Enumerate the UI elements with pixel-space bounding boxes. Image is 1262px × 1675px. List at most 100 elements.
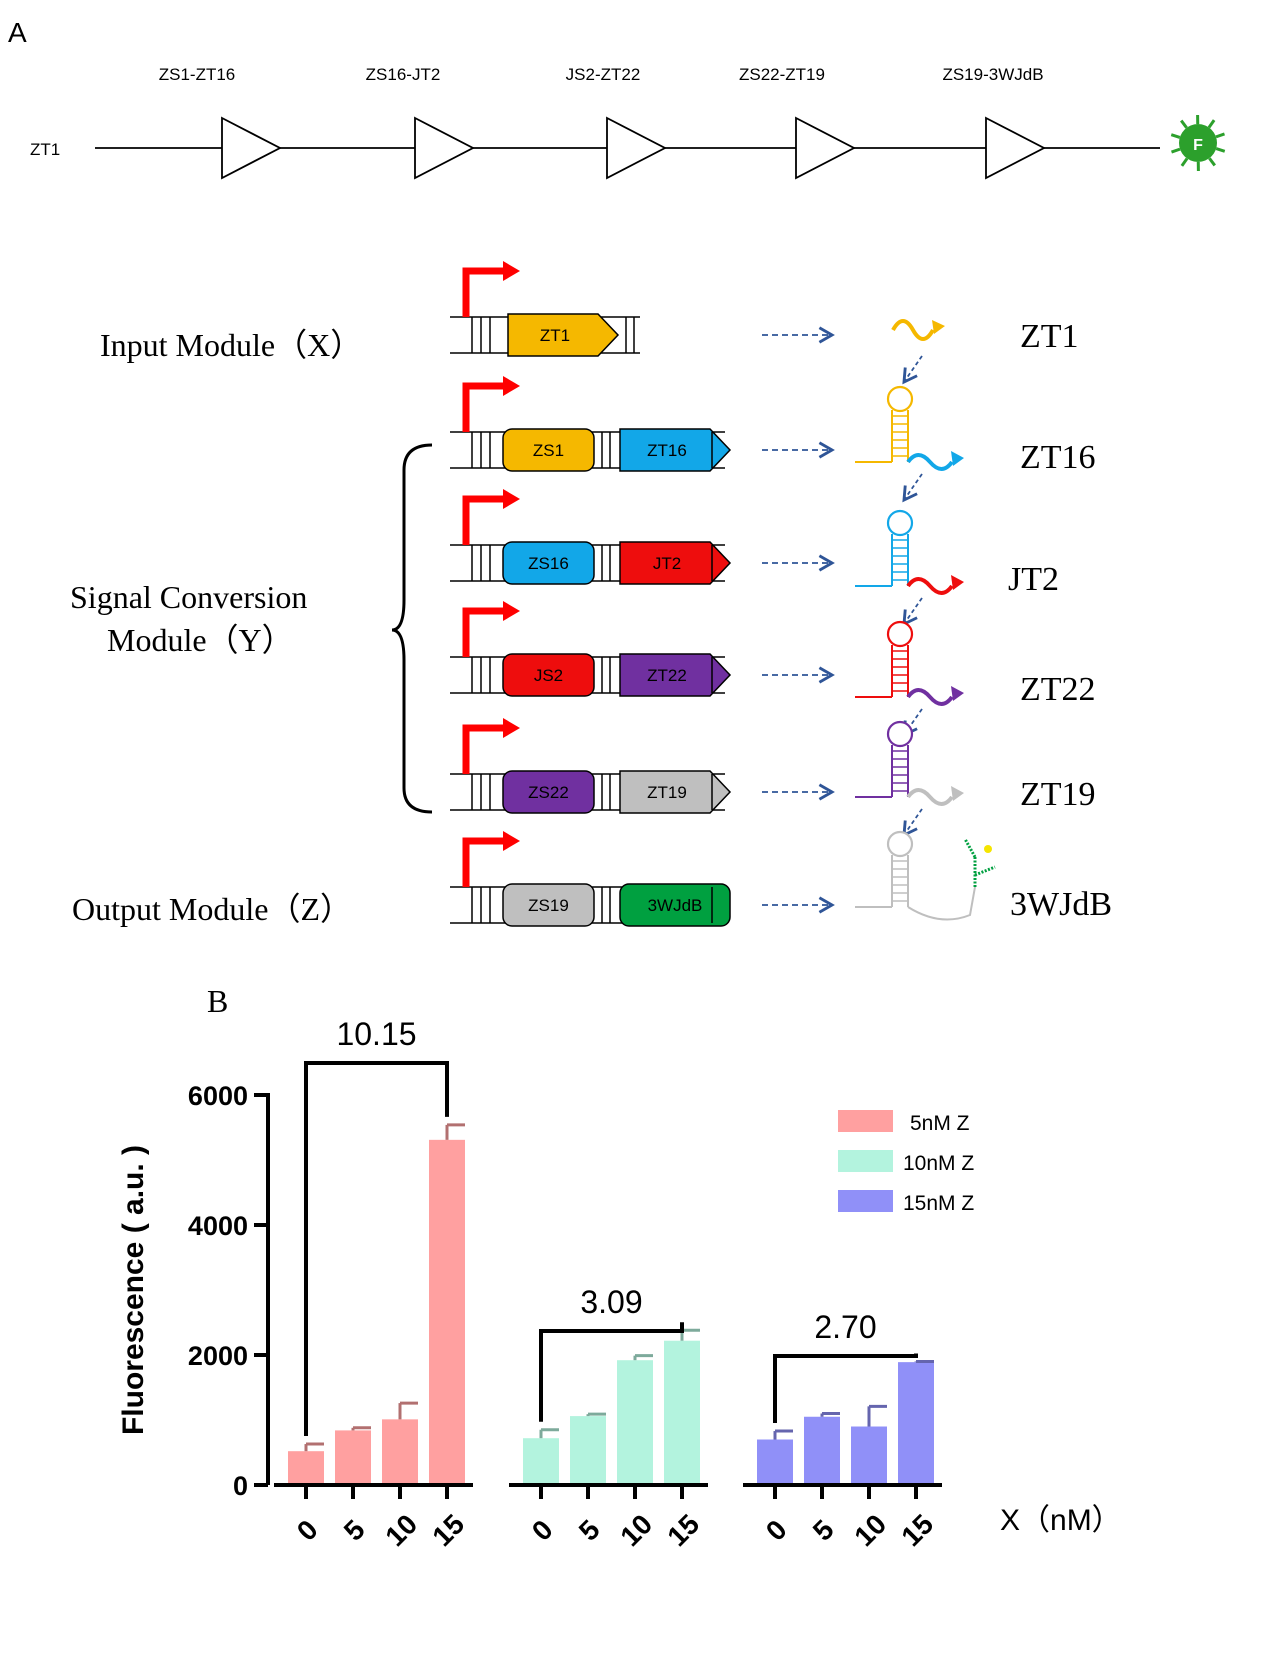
y-axis-title: Fluorescence ( a.u. )	[117, 1145, 150, 1435]
signal-module-label-line1: Signal Conversion	[70, 579, 307, 615]
gene-part-arrow	[619, 653, 732, 697]
pathway-step-label: JS2-ZT22	[566, 65, 641, 84]
x-tick-label: 15	[661, 1508, 705, 1552]
cascade-arrow	[902, 597, 923, 627]
module-labels: Input Module（X） Signal Conversion Module…	[70, 327, 433, 927]
gene-part-label: 3WJdB	[648, 896, 703, 915]
reporter-spike	[1180, 119, 1188, 129]
rna-product	[891, 319, 945, 341]
cascade-arrow	[902, 808, 923, 838]
fluorophore-dot	[984, 845, 992, 853]
y-tick-label: 2000	[188, 1341, 248, 1371]
x-tick-label: 10	[614, 1508, 658, 1552]
output-module-label: Output Module（Z）	[72, 891, 352, 927]
bar	[851, 1426, 887, 1485]
bar	[570, 1416, 606, 1485]
gene-part-label: JT2	[653, 554, 681, 573]
reporter-spike	[1215, 132, 1225, 139]
fold-change-bracket	[773, 1353, 918, 1424]
gene-part-box	[502, 541, 595, 585]
gene-part-label: ZS19	[528, 896, 569, 915]
fold-change-bracket	[539, 1322, 684, 1422]
gene-part-arrow	[619, 541, 732, 585]
x-tick-label: 10	[379, 1508, 423, 1552]
gene-part-label: ZT16	[647, 441, 687, 460]
rna-product	[855, 720, 964, 806]
construct-row: ZS1 ZT16	[450, 376, 835, 472]
bar	[523, 1438, 559, 1485]
promoter-icon	[462, 837, 505, 887]
trigger-arrowhead	[951, 686, 964, 701]
promoter-arrowhead	[503, 831, 520, 851]
x-tick-label: 15	[426, 1508, 470, 1552]
reporter-spike	[1170, 133, 1181, 139]
gene-part-label: ZS22	[528, 783, 569, 802]
aptamer-icon	[963, 838, 996, 887]
gene-part-label: ZT22	[647, 666, 687, 685]
construct-row: ZS19 3WJdB	[450, 831, 835, 927]
x-tick-label: 0	[291, 1514, 324, 1547]
x-tick-label: 5	[807, 1514, 840, 1547]
rna-product	[855, 509, 964, 595]
pathway-step-triangle	[606, 116, 667, 180]
x-tick-label: 5	[573, 1514, 606, 1547]
reporter-letter: F	[1193, 137, 1203, 154]
bar-series	[274, 1123, 942, 1487]
bar	[335, 1430, 371, 1485]
y-tick-label: 0	[233, 1471, 248, 1501]
legend-label: 15nM Z	[903, 1192, 974, 1215]
trigger-arrowhead	[951, 575, 964, 590]
pathway-step-label: ZS16-JT2	[366, 65, 441, 84]
x-tick-label: 5	[338, 1514, 371, 1547]
gene-part-box	[502, 770, 595, 814]
bar-group	[274, 1123, 473, 1487]
trigger-strand-icon	[906, 788, 954, 806]
promoter-icon	[462, 607, 505, 657]
promoter-icon	[462, 267, 505, 317]
input-module-label: Input Module（X）	[100, 327, 362, 363]
fold-change-label: 2.70	[814, 1309, 876, 1345]
y-tick-label: 4000	[188, 1211, 248, 1241]
promoter-icon	[462, 382, 505, 432]
gene-part-label: ZT19	[647, 783, 687, 802]
switch-loop-icon	[886, 830, 914, 858]
promoter-arrowhead	[503, 601, 520, 621]
reporter-spike	[1207, 119, 1216, 129]
legend-swatch	[838, 1150, 893, 1172]
switch-loop-icon	[886, 385, 914, 413]
gene-part-box	[619, 883, 731, 927]
bar	[288, 1451, 324, 1485]
trigger-arrowhead	[951, 786, 964, 801]
signal-module-brace	[391, 443, 433, 814]
bar-group	[743, 1360, 942, 1487]
pathway-start-label: ZT1	[30, 140, 60, 159]
fold-change-bracket	[304, 1061, 449, 1437]
trigger-arrowhead	[951, 451, 964, 466]
pathway-step-triangle	[795, 116, 856, 180]
cascade-arrow	[902, 708, 923, 738]
cascade-arrow	[902, 355, 923, 385]
gene-part-box	[502, 883, 595, 927]
bar	[382, 1419, 418, 1485]
trigger-strand-icon	[906, 577, 954, 595]
legend-label: 5nM Z	[910, 1112, 970, 1135]
gene-part-label: ZS1	[533, 441, 564, 460]
product-label: ZT22	[1020, 671, 1096, 708]
product-label: ZT1	[1020, 318, 1079, 355]
product-label: JT2	[1008, 561, 1059, 598]
switch-loop-icon	[886, 720, 914, 748]
reporter-spike	[1180, 157, 1189, 167]
rna-product	[855, 385, 964, 471]
pathway-step-triangle	[221, 116, 282, 180]
x-tick-label: 15	[895, 1508, 939, 1552]
reporter-spike	[1215, 147, 1226, 153]
x-axis-title: X（nM）	[1000, 1504, 1122, 1537]
fold-change-label: 3.09	[580, 1284, 642, 1320]
reporter-spike	[1171, 147, 1181, 154]
